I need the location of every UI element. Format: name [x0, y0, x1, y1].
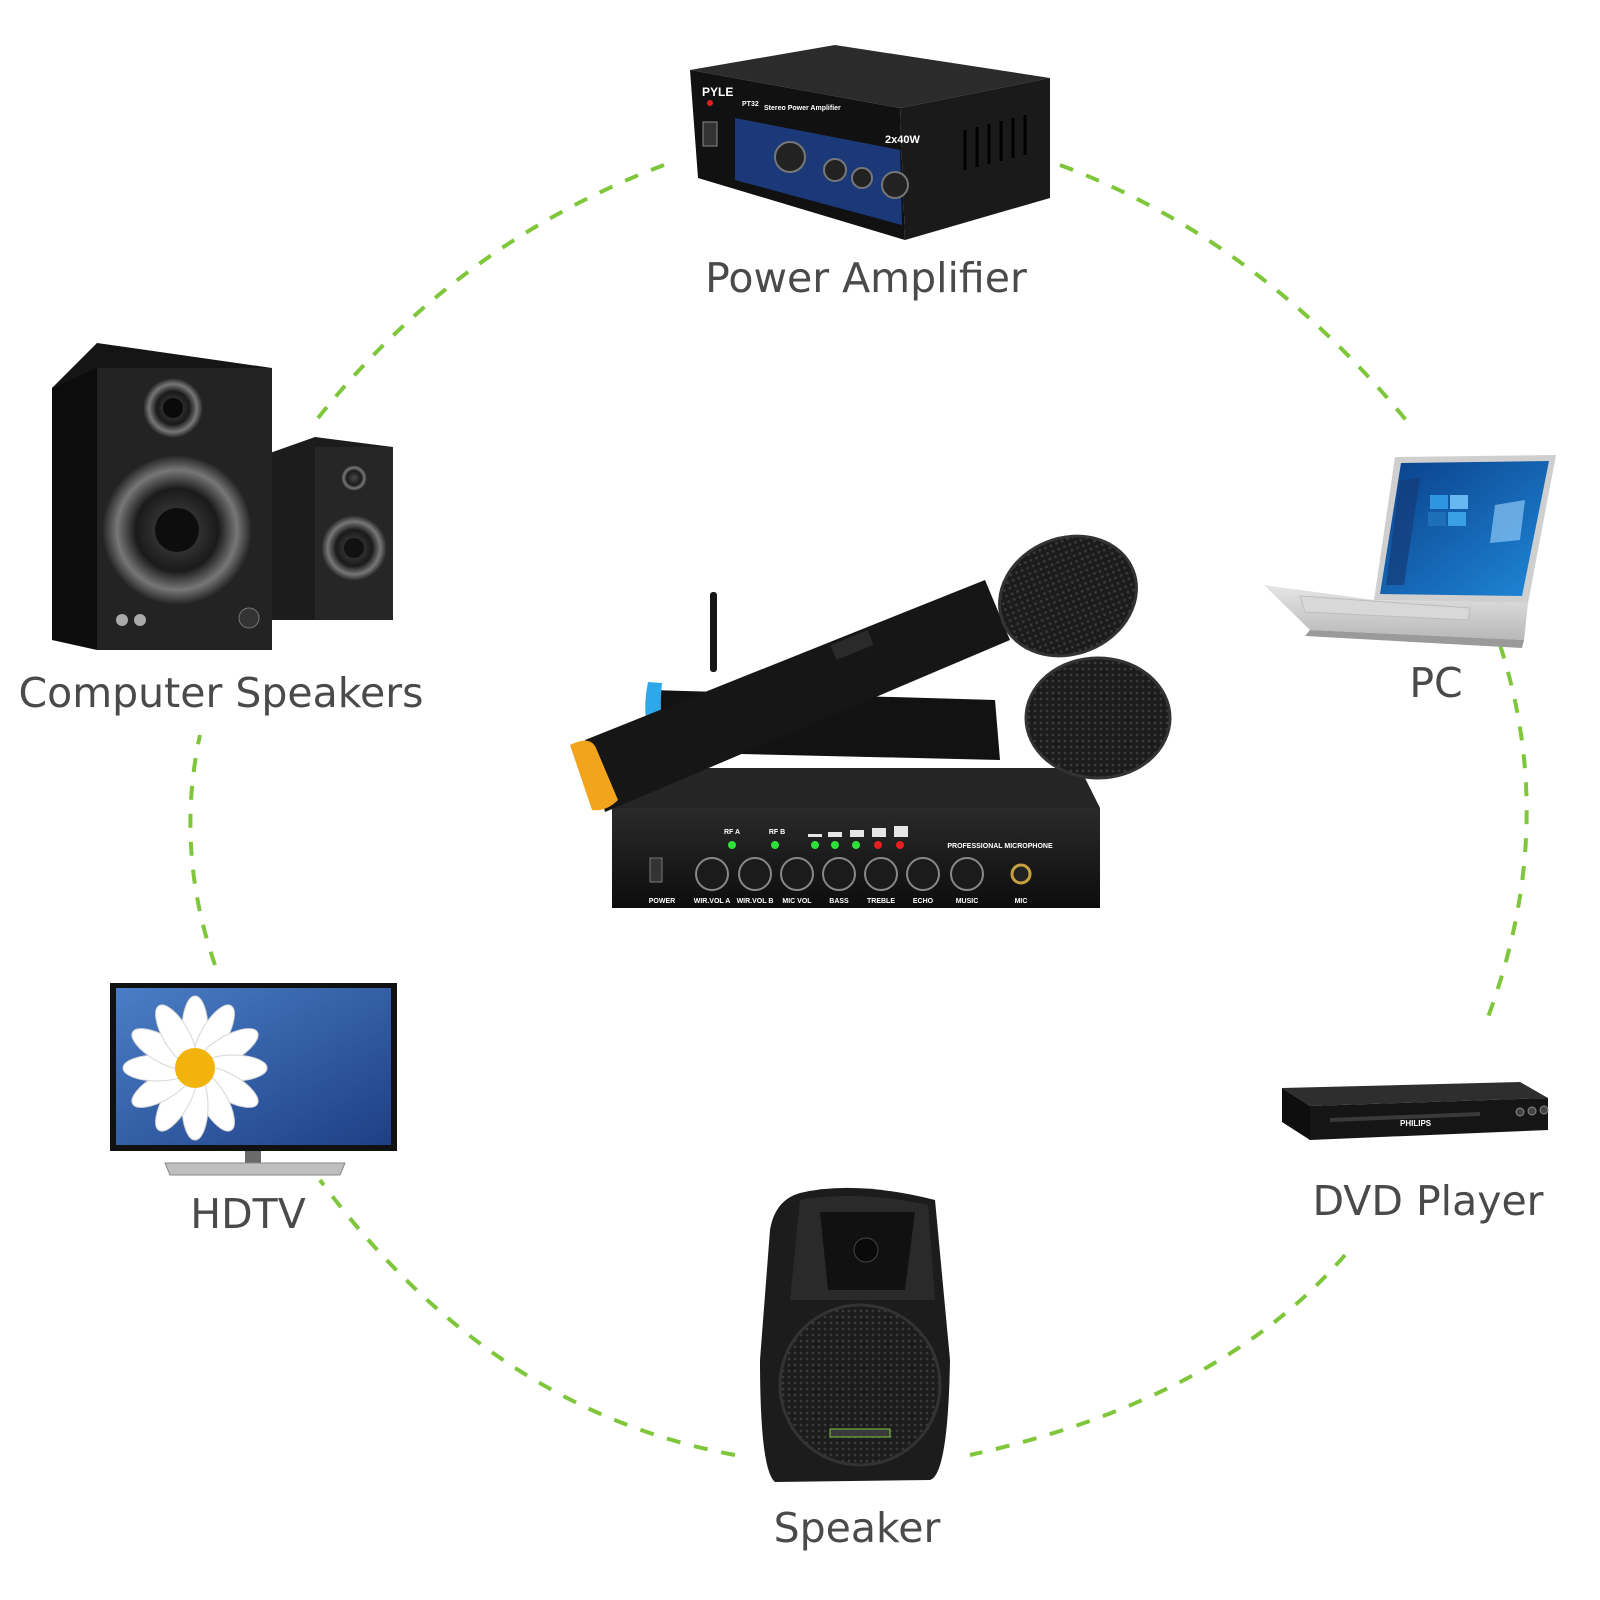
microphone-icon-front — [570, 534, 1138, 812]
node-label-hdtv: HDTV — [190, 1190, 306, 1238]
node-label-computer-speakers: Computer Speakers — [19, 669, 424, 717]
tv-icon — [110, 983, 397, 1176]
amplifier-brand: PYLE — [702, 85, 733, 99]
arc-dvd-to-speaker — [969, 1253, 1347, 1457]
arc-hdtv-to-computer-speakers — [188, 734, 217, 966]
amplifier-subtitle: Stereo Power Amplifier — [764, 105, 841, 112]
knob-label-wir-vol-b: WIR.VOL B — [737, 898, 774, 905]
node-label-pc: PC — [1409, 659, 1462, 707]
node-label-dvd-player: DVD Player — [1312, 1177, 1543, 1225]
indicator-label-rf-a: RF A — [724, 829, 740, 836]
power-label: POWER — [649, 898, 675, 905]
microphone-system-node: RF A RF B PROFESSIONAL MICROPHONE POWER — [570, 534, 1172, 908]
hdtv-node: HDTV — [110, 983, 397, 1238]
power-amplifier-node: PYLE PT32 Stereo Power Amplifier 2x40W P… — [690, 45, 1050, 302]
connection-ring — [188, 160, 1529, 1457]
node-label-speaker: Speaker — [774, 1504, 941, 1552]
node-label-power-amplifier: Power Amplifier — [705, 254, 1027, 302]
receiver-title: PROFESSIONAL MICROPHONE — [947, 843, 1053, 850]
daisy-image — [122, 995, 268, 1141]
knob-label-echo: ECHO — [913, 898, 934, 905]
knob-row: WIR.VOL A WIR.VOL B MIC VOL BASS TREBLE … — [694, 857, 984, 905]
knob-label-mic-vol: MIC VOL — [782, 898, 812, 905]
knob-label-wir-vol-a: WIR.VOL A — [694, 898, 731, 905]
dvd-brand: PHILIPS — [1400, 1119, 1432, 1128]
speaker-node: Speaker — [760, 1187, 950, 1552]
pa-speaker-icon — [760, 1187, 950, 1482]
computer-speakers-node: Computer Speakers — [19, 343, 424, 717]
knob-label-music: MUSIC — [956, 898, 979, 905]
amplifier-icon: PYLE PT32 Stereo Power Amplifier 2x40W — [690, 45, 1050, 240]
microphone-receiver-icon: RF A RF B PROFESSIONAL MICROPHONE POWER — [612, 592, 1100, 908]
knob-label-bass: BASS — [829, 898, 849, 905]
mic-jack-label: MIC — [1015, 898, 1028, 905]
pc-node: PC — [1264, 455, 1556, 707]
amplifier-model: PT32 — [742, 101, 759, 108]
laptop-icon — [1264, 455, 1556, 648]
amplifier-power: 2x40W — [885, 134, 920, 146]
arc-speaker-to-hdtv — [318, 1178, 736, 1457]
indicator-label-rf-b: RF B — [769, 829, 785, 836]
arc-computer-speakers-to-amplifier — [316, 160, 673, 420]
arc-amplifier-to-pc — [1059, 163, 1412, 427]
bookshelf-speakers-icon — [52, 343, 393, 650]
knob-label-treble: TREBLE — [867, 898, 895, 905]
dvd-player-node: PHILIPS DVD Player — [1282, 1082, 1549, 1225]
arc-pc-to-dvd — [1483, 644, 1529, 1026]
dvd-player-icon: PHILIPS — [1282, 1082, 1549, 1140]
